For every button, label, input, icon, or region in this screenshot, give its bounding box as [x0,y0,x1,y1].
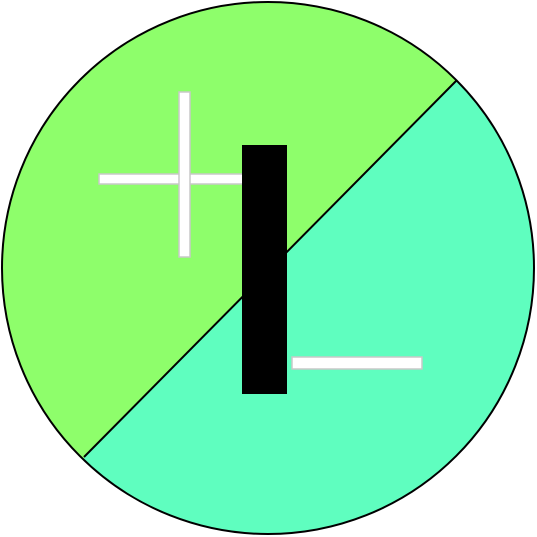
horizontal-dash-mark [291,356,423,370]
vertical-black-bar [242,145,287,394]
plus-horizontal-stroke [98,173,246,185]
plus-vertical-stroke [178,91,191,258]
